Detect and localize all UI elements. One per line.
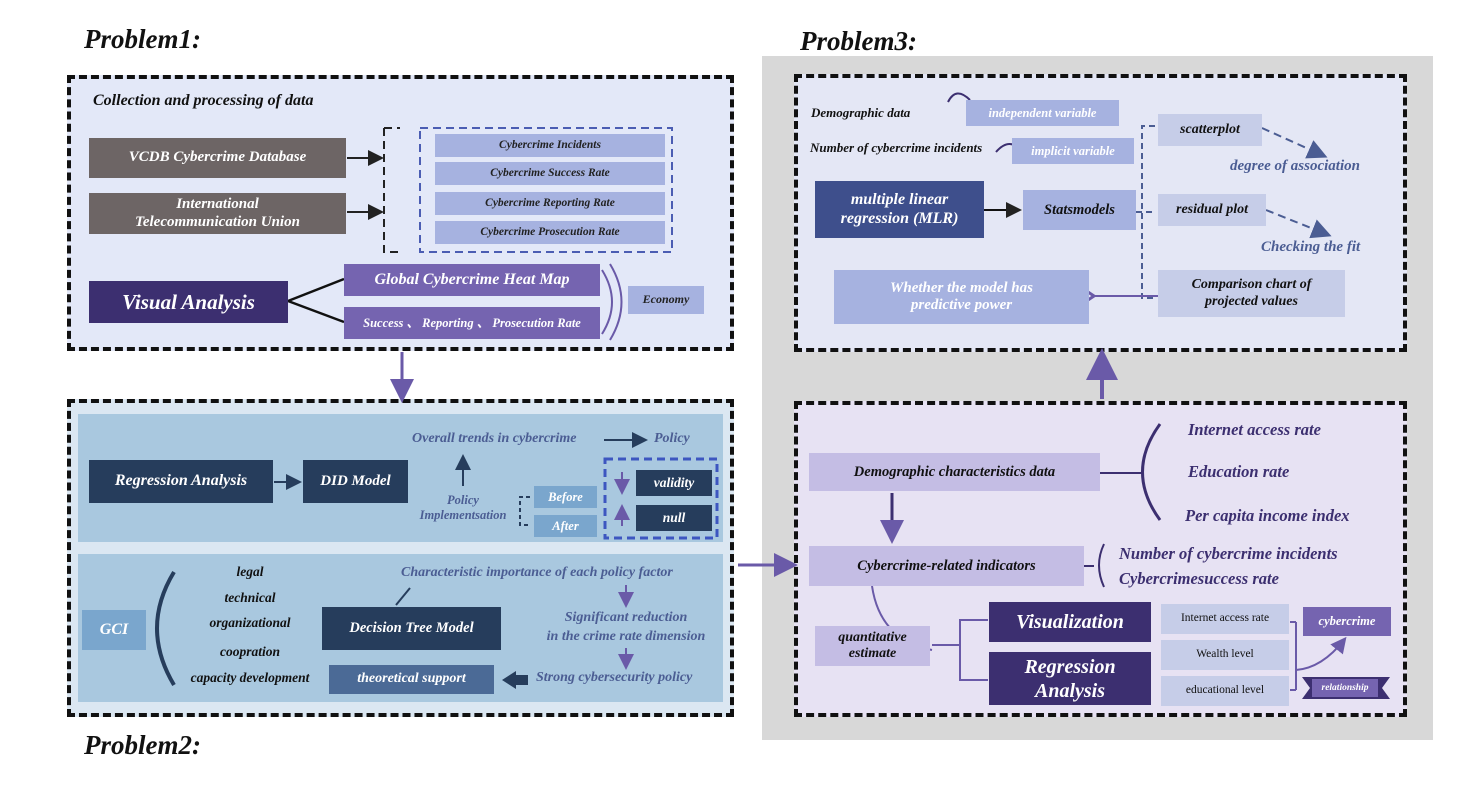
success-rate-item: Cybercrimesuccess rate — [1119, 569, 1279, 588]
visual-analysis-box: Visual Analysis — [89, 281, 288, 323]
number-of-incidents-item: Number of cybercrime incidents — [1119, 544, 1338, 563]
indicator-incidents: Cybercrime Incidents — [435, 134, 665, 157]
rates-box: Success 、 Reporting 、 Prosecution Rate — [344, 307, 600, 339]
gci-box: GCI — [82, 610, 146, 650]
cybercrime-box: cybercrime — [1303, 607, 1391, 636]
indicator-reporting-rate: Cybercrime Reporting Rate — [435, 192, 665, 215]
problem1-title: Problem1: — [84, 24, 201, 54]
cybercrime-indicators-box: Cybercrime-related indicators — [809, 546, 1084, 586]
comparison-chart-box: Comparison chart of projected values — [1158, 270, 1345, 317]
overall-trends-text: Overall trends in cybercrime — [412, 431, 577, 446]
factor-internet-access: Internet access rate — [1161, 604, 1289, 634]
statsmodels-box: Statsmodels — [1023, 190, 1136, 230]
checking-the-fit-text: Checking the fit — [1261, 239, 1361, 255]
factor-legal: legal — [236, 564, 264, 579]
degree-of-association-text: degree of association — [1230, 158, 1360, 174]
predictive-power-box: Whether the model has predictive power — [834, 270, 1089, 324]
strong-policy-text: Strong cybersecurity policy — [536, 670, 693, 685]
residual-plot-box: residual plot — [1158, 194, 1266, 226]
factor-organizational: organizational — [209, 615, 291, 630]
vcdb-source-box: VCDB Cybercrime Database — [89, 138, 346, 178]
p1-section-title: Collection and processing of data — [93, 92, 314, 109]
factor-technical: technical — [224, 590, 276, 605]
visualization-box: Visualization — [989, 602, 1151, 642]
scatterplot-box: scatterplot — [1158, 114, 1262, 146]
heat-map-box: Global Cybercrime Heat Map — [344, 264, 600, 296]
education-rate-text: Education rate — [1188, 462, 1290, 481]
indicator-prosecution-rate: Cybercrime Prosecution Rate — [435, 221, 665, 244]
factor-capacity-development: capacity development — [190, 670, 310, 685]
itu-source-box: International Telecommunication Union — [89, 193, 346, 234]
problem3-title: Problem3: — [800, 26, 917, 56]
significant-reduction-text: Significant reduction in the crime rate … — [546, 610, 706, 644]
internet-access-rate-text: Internet access rate — [1188, 420, 1321, 439]
independent-variable-box: independent variable — [966, 100, 1119, 126]
policy-implementation-text: Policy Implementsation — [419, 493, 507, 522]
factor-wealth-level: Wealth level — [1161, 640, 1289, 670]
relationship-label: relationship — [1321, 682, 1369, 693]
demographic-data-text: Demographic data — [811, 105, 911, 120]
characteristic-importance-text: Characteristic importance of each policy… — [401, 565, 673, 580]
theoretical-support-box: theoretical support — [329, 665, 494, 694]
before-box: Before — [534, 486, 597, 508]
indicator-success-rate: Cybercrime Success Rate — [435, 162, 665, 185]
demographic-characteristics-box: Demographic characteristics data — [809, 453, 1100, 491]
validity-box: validity — [636, 470, 712, 496]
mlr-box: multiple linear regression (MLR) — [815, 181, 984, 238]
policy-text: Policy — [654, 431, 690, 446]
did-model-box: DID Model — [303, 460, 408, 503]
after-box: After — [534, 515, 597, 537]
economy-box: Economy — [628, 286, 704, 314]
implicit-variable-box: implicit variable — [1012, 138, 1134, 164]
quantitative-estimate-box: quantitative estimate — [815, 626, 930, 666]
null-box: null — [636, 505, 712, 531]
number-of-incidents-text: Number of cybercrime incidents — [810, 140, 983, 155]
problem2-title: Problem2: — [84, 730, 201, 760]
regression-analysis-box: Regression Analysis — [89, 460, 273, 503]
factor-educational-level: educational level — [1161, 676, 1289, 706]
factor-coopration: coopration — [219, 644, 280, 659]
regression-analysis-p3-box: Regression Analysis — [989, 652, 1151, 705]
per-capita-income-text: Per capita income index — [1185, 506, 1350, 525]
decision-tree-box: Decision Tree Model — [322, 607, 501, 650]
